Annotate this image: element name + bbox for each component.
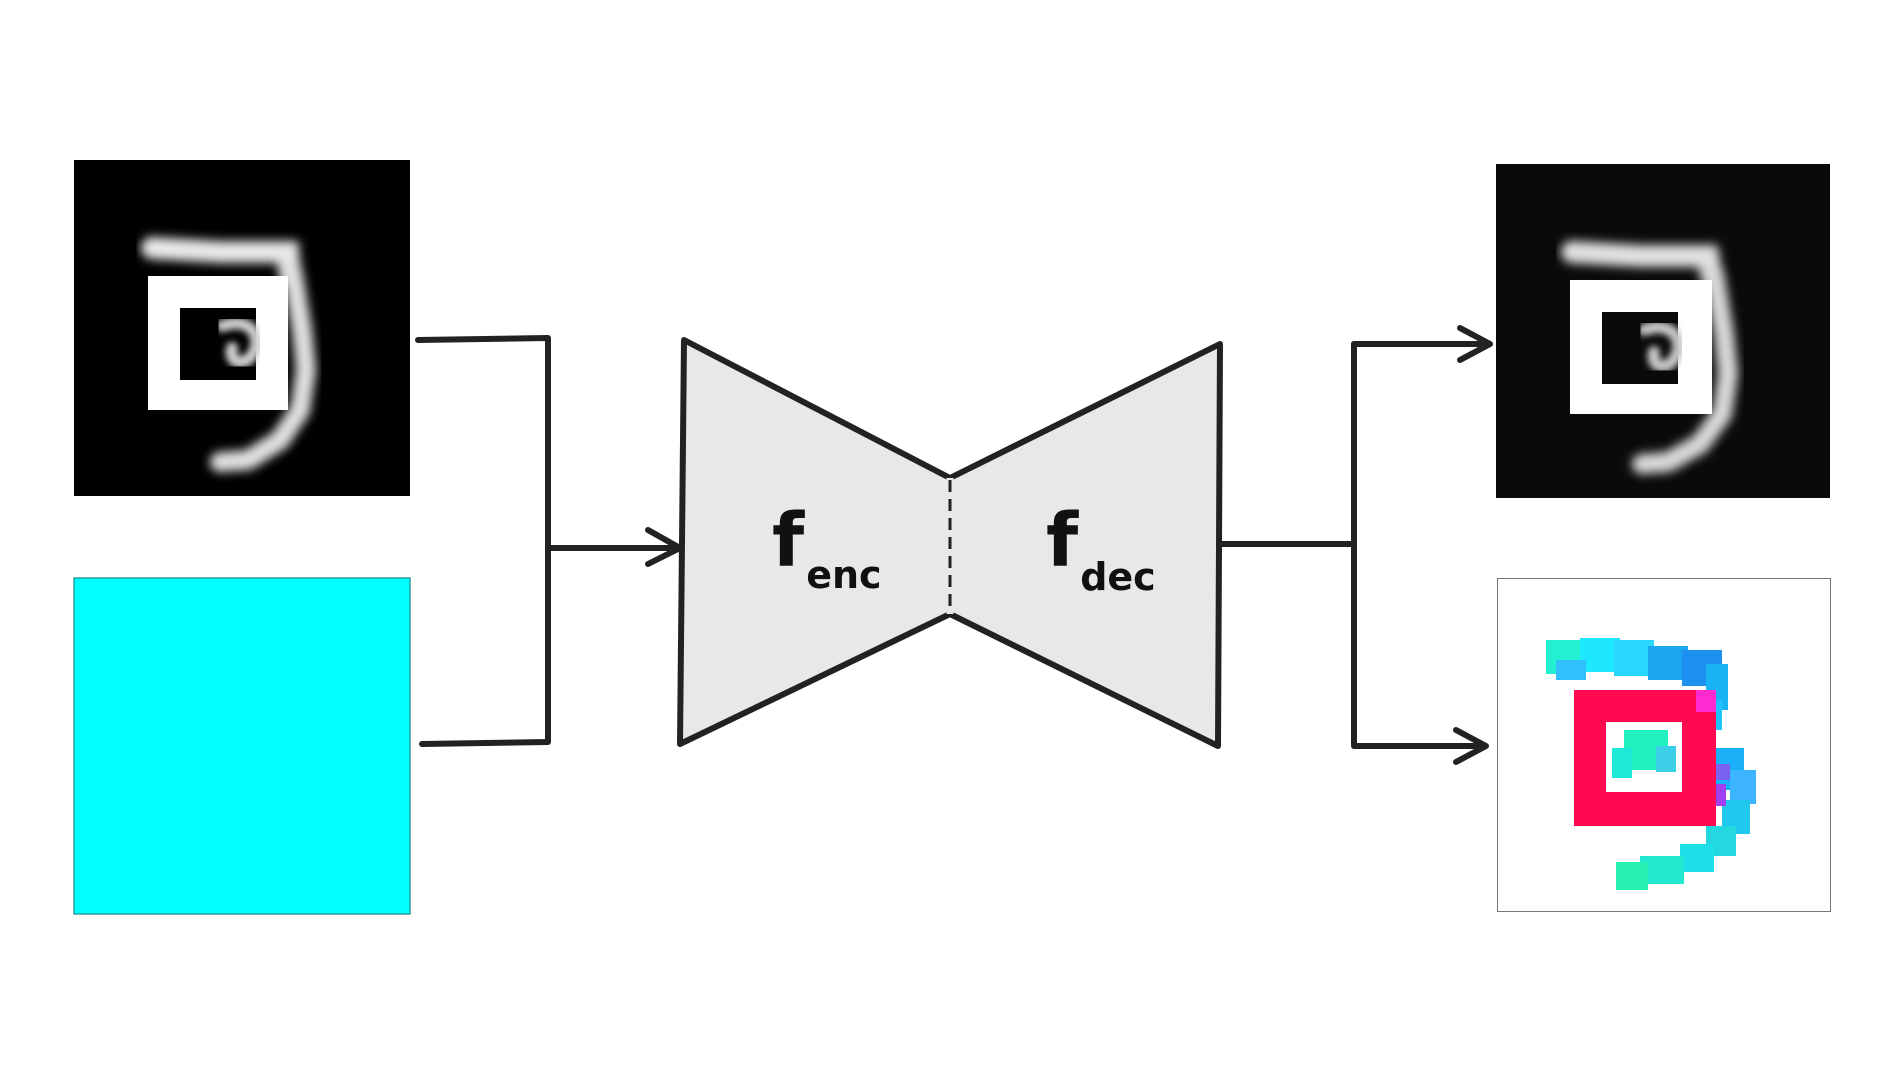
input-image	[74, 160, 410, 496]
output-segmentation	[1497, 578, 1831, 912]
input-square-marker	[148, 276, 288, 410]
output-square-marker	[1570, 280, 1712, 414]
input-connectors	[415, 335, 683, 747]
output-connectors	[1219, 325, 1493, 765]
input-mask-wire	[419, 545, 551, 747]
output-image	[1496, 164, 1830, 498]
encoder-block	[677, 337, 953, 747]
segmentation-top-stroke	[1546, 638, 1728, 710]
segmentation-inner-blob	[1612, 730, 1676, 778]
decoder-block	[947, 341, 1223, 749]
encoder-symbol: f	[772, 498, 805, 584]
encoder-label: fenc	[772, 498, 882, 597]
decoder-symbol: f	[1046, 498, 1079, 584]
input-image-wire	[415, 335, 551, 551]
output-digit-overlay	[1638, 321, 1685, 372]
input-mask	[73, 577, 411, 915]
decoder-subscript: dec	[1080, 555, 1156, 599]
encoder-subscript: enc	[806, 553, 881, 597]
input-digit-overlay	[216, 317, 263, 368]
decoder-label: fdec	[1046, 498, 1156, 599]
output-image-arrow-head	[1457, 325, 1493, 363]
output-seg-arrow-head	[1453, 727, 1489, 765]
